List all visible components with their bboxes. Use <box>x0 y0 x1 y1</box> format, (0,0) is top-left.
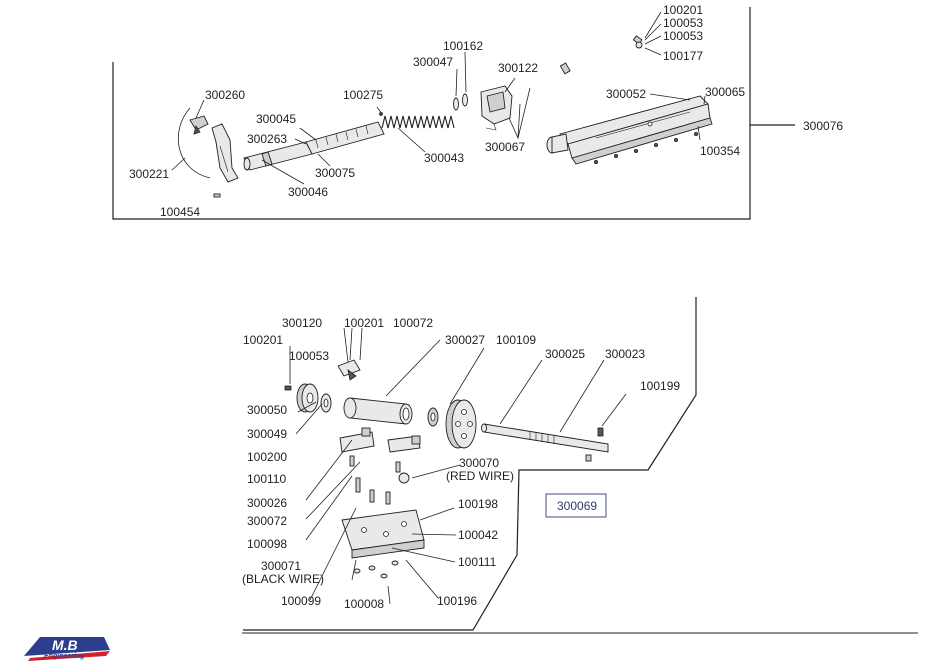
label-100177: 100177 <box>663 49 703 63</box>
label-100275: 100275 <box>343 88 383 102</box>
lever-300221 <box>189 115 239 183</box>
screw-100201 <box>632 35 643 49</box>
label-100098: 100098 <box>247 537 287 551</box>
label-300052: 300052 <box>606 87 646 101</box>
label-100199: 100199 <box>640 379 680 393</box>
label-300120: 300120 <box>282 316 322 330</box>
label-100110: 100110 <box>247 472 286 486</box>
label-300023: 300023 <box>605 347 645 361</box>
bottom-assembly: 300069 <box>242 297 697 631</box>
rings-100162 <box>453 93 468 111</box>
pulley-300049 <box>284 383 332 413</box>
company-logo: M.B Engineering <box>24 637 110 661</box>
disc-300025 <box>445 399 477 449</box>
label-300221: 300221 <box>129 167 169 181</box>
assembly-box-label: 300069 <box>557 499 597 513</box>
label-300122: 300122 <box>498 61 538 75</box>
label-300046: 300046 <box>288 185 328 199</box>
label-100200: 100200 <box>247 450 287 464</box>
label-300027: 300027 <box>445 333 485 347</box>
label-100196: 100196 <box>437 594 477 608</box>
label-300075: 300075 <box>315 166 355 180</box>
top-assembly: 100201 100053 100053 100177 100162 30004… <box>112 3 843 220</box>
label-300071: 300071 <box>261 559 301 573</box>
label-100198: 100198 <box>458 497 498 511</box>
spring-300043 <box>381 115 455 129</box>
assembly-box-300069 <box>545 493 607 518</box>
rail-300052 <box>546 95 713 165</box>
label-100354: 100354 <box>700 144 740 158</box>
label-300260: 300260 <box>205 88 245 102</box>
label-300050: 300050 <box>247 403 287 417</box>
label-300043: 300043 <box>424 151 464 165</box>
washers-100008 <box>353 560 399 579</box>
shaft-300045 <box>243 121 385 171</box>
label-100042: 100042 <box>458 528 498 542</box>
label-300070-note: (RED WIRE) <box>446 469 514 483</box>
lever-arc <box>177 107 211 179</box>
label-100053-a: 100053 <box>663 16 703 30</box>
label-100099: 100099 <box>281 594 321 608</box>
label-100008: 100008 <box>344 597 384 611</box>
label-300070: 300070 <box>459 456 499 470</box>
label-100072: 100072 <box>393 316 433 330</box>
block-300120 <box>337 359 361 381</box>
label-100201-a: 100201 <box>344 316 384 330</box>
label-300076: 300076 <box>803 119 843 133</box>
label-100162: 100162 <box>443 39 483 53</box>
logo-text: M.B <box>52 637 78 653</box>
label-100201-b: 100201 <box>243 333 283 347</box>
screw-100454 <box>213 193 221 198</box>
plate-100042 <box>341 509 425 559</box>
label-100201: 100201 <box>663 3 703 17</box>
label-100109: 100109 <box>496 333 536 347</box>
tube-300027 <box>343 397 413 425</box>
label-100053: 100053 <box>289 349 329 363</box>
label-100454: 100454 <box>160 205 200 219</box>
screw-300122 <box>559 62 571 75</box>
label-300067: 300067 <box>485 140 525 154</box>
label-300071-note: (BLACK WIRE) <box>242 572 324 586</box>
label-300047: 300047 <box>413 55 453 69</box>
bottom-assembly-frame <box>243 297 697 631</box>
label-300045: 300045 <box>256 112 296 126</box>
label-300026: 300026 <box>247 496 287 510</box>
label-300072: 300072 <box>247 514 287 528</box>
bracket-300026 <box>339 427 421 484</box>
footer: M.B Engineering <box>24 632 918 661</box>
logo-subtext: Engineering <box>44 653 85 660</box>
top-assembly-frame <box>112 7 751 220</box>
label-100111: 100111 <box>458 555 497 569</box>
label-300049: 300049 <box>247 427 287 441</box>
label-300263: 300263 <box>247 132 287 146</box>
rail-screws-100354 <box>594 131 699 164</box>
label-100053-b: 100053 <box>663 29 703 43</box>
bracket-300067 <box>480 85 513 131</box>
studs-100198 <box>349 455 401 505</box>
bearing-100109 <box>427 407 439 427</box>
label-300025: 300025 <box>545 347 585 361</box>
shaft-300023 <box>481 423 609 462</box>
label-300065: 300065 <box>705 85 745 99</box>
